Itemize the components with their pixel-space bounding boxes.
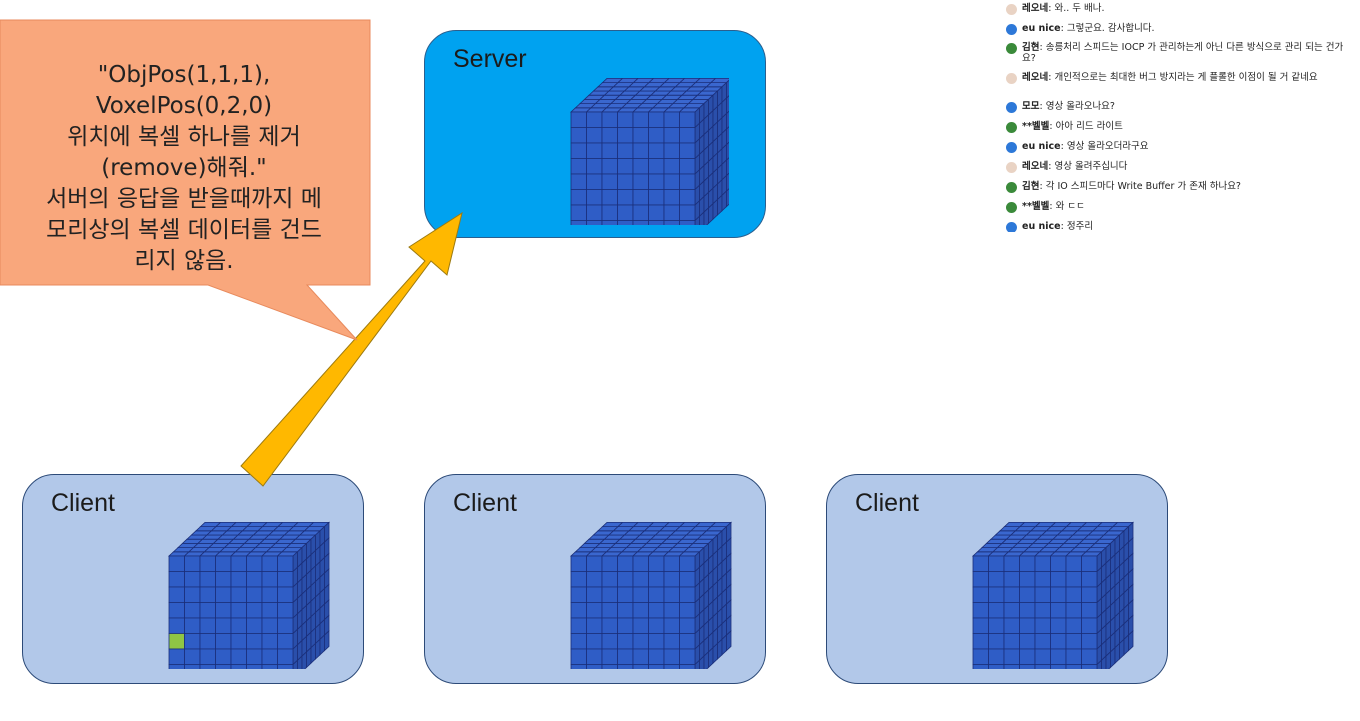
chat-author: 레오네 [1022, 161, 1049, 172]
avatar-icon [1006, 162, 1017, 173]
chat-body: 각 IO 스피드마다 Write Buffer 가 존재 하나요? [1045, 181, 1241, 192]
chat-author: 김현 [1022, 181, 1040, 192]
chat-panel: 레오네: 와.. 두 배나. eu nice: 그렇군요. 감사합니다. 김현: 송… [1002, 0, 1360, 232]
speech-callout [0, 19, 371, 341]
chat-separator: : [1039, 42, 1046, 53]
chat-author: eu nice [1022, 141, 1061, 152]
chat-body: 그렇군요. 감사합니다. [1066, 23, 1155, 34]
chat-body: 아아 리드 라이트 [1055, 121, 1123, 132]
server-voxel-cube-icon [569, 77, 729, 225]
chat-separator: : [1049, 201, 1056, 212]
chat-body: 영상 올라오더라구요 [1066, 141, 1149, 152]
avatar-icon [1006, 43, 1017, 54]
chat-separator: : [1060, 221, 1067, 232]
chat-body: 와.. 두 배나. [1054, 3, 1105, 14]
avatar-icon [1006, 142, 1017, 153]
client-voxel-cube-icon [971, 521, 1135, 669]
avatar-icon [1006, 102, 1017, 113]
avatar-icon [1006, 24, 1017, 35]
avatar-icon [1006, 4, 1017, 15]
chat-separator: : [1039, 181, 1046, 192]
chat-author: 모모 [1022, 101, 1040, 112]
chat-body: 와 ㄷㄷ [1055, 201, 1085, 212]
chat-author: eu nice [1022, 221, 1061, 232]
chat-author: **벨벨 [1022, 121, 1050, 132]
chat-body: 송릉처리 스피드는 IOCP 가 관리하는게 아닌 다른 방식으로 관리 되는 … [1022, 42, 1344, 64]
avatar-icon [1006, 222, 1017, 232]
chat-separator: : [1039, 101, 1046, 112]
chat-body: 영상 올려주십니다 [1054, 161, 1128, 172]
chat-body: 정주리 [1066, 221, 1094, 232]
chat-separator: : [1060, 23, 1067, 34]
chat-body: 영상 올라오나요? [1045, 101, 1115, 112]
chat-body: 개인적으로는 최대한 버그 방지라는 게 플롤한 이점이 될 거 같네요 [1054, 72, 1318, 83]
server-label: Server [453, 45, 527, 73]
client-label: Client [51, 489, 115, 517]
chat-separator: : [1048, 3, 1055, 14]
chat-separator: : [1060, 141, 1067, 152]
avatar-icon [1006, 182, 1017, 193]
avatar-icon [1006, 122, 1017, 133]
chat-author: eu nice [1022, 23, 1061, 34]
client-label: Client [453, 489, 517, 517]
chat-separator: : [1048, 72, 1055, 83]
avatar-icon [1006, 73, 1017, 84]
callout-text: "ObjPos(1,1,1), VoxelPos(0,2,0) 위치에 복셀 하… [46, 62, 322, 274]
client-voxel-cube-icon [569, 521, 733, 669]
avatar-icon [1006, 202, 1017, 213]
client-label: Client [855, 489, 919, 517]
chat-separator: : [1048, 161, 1055, 172]
client-voxel-cube-icon [167, 521, 331, 669]
chat-author: 레오네 [1022, 3, 1049, 14]
chat-author: 김현 [1022, 42, 1040, 53]
chat-author: 레오네 [1022, 72, 1049, 83]
chat-author: **벨벨 [1022, 201, 1050, 212]
chat-separator: : [1049, 121, 1056, 132]
